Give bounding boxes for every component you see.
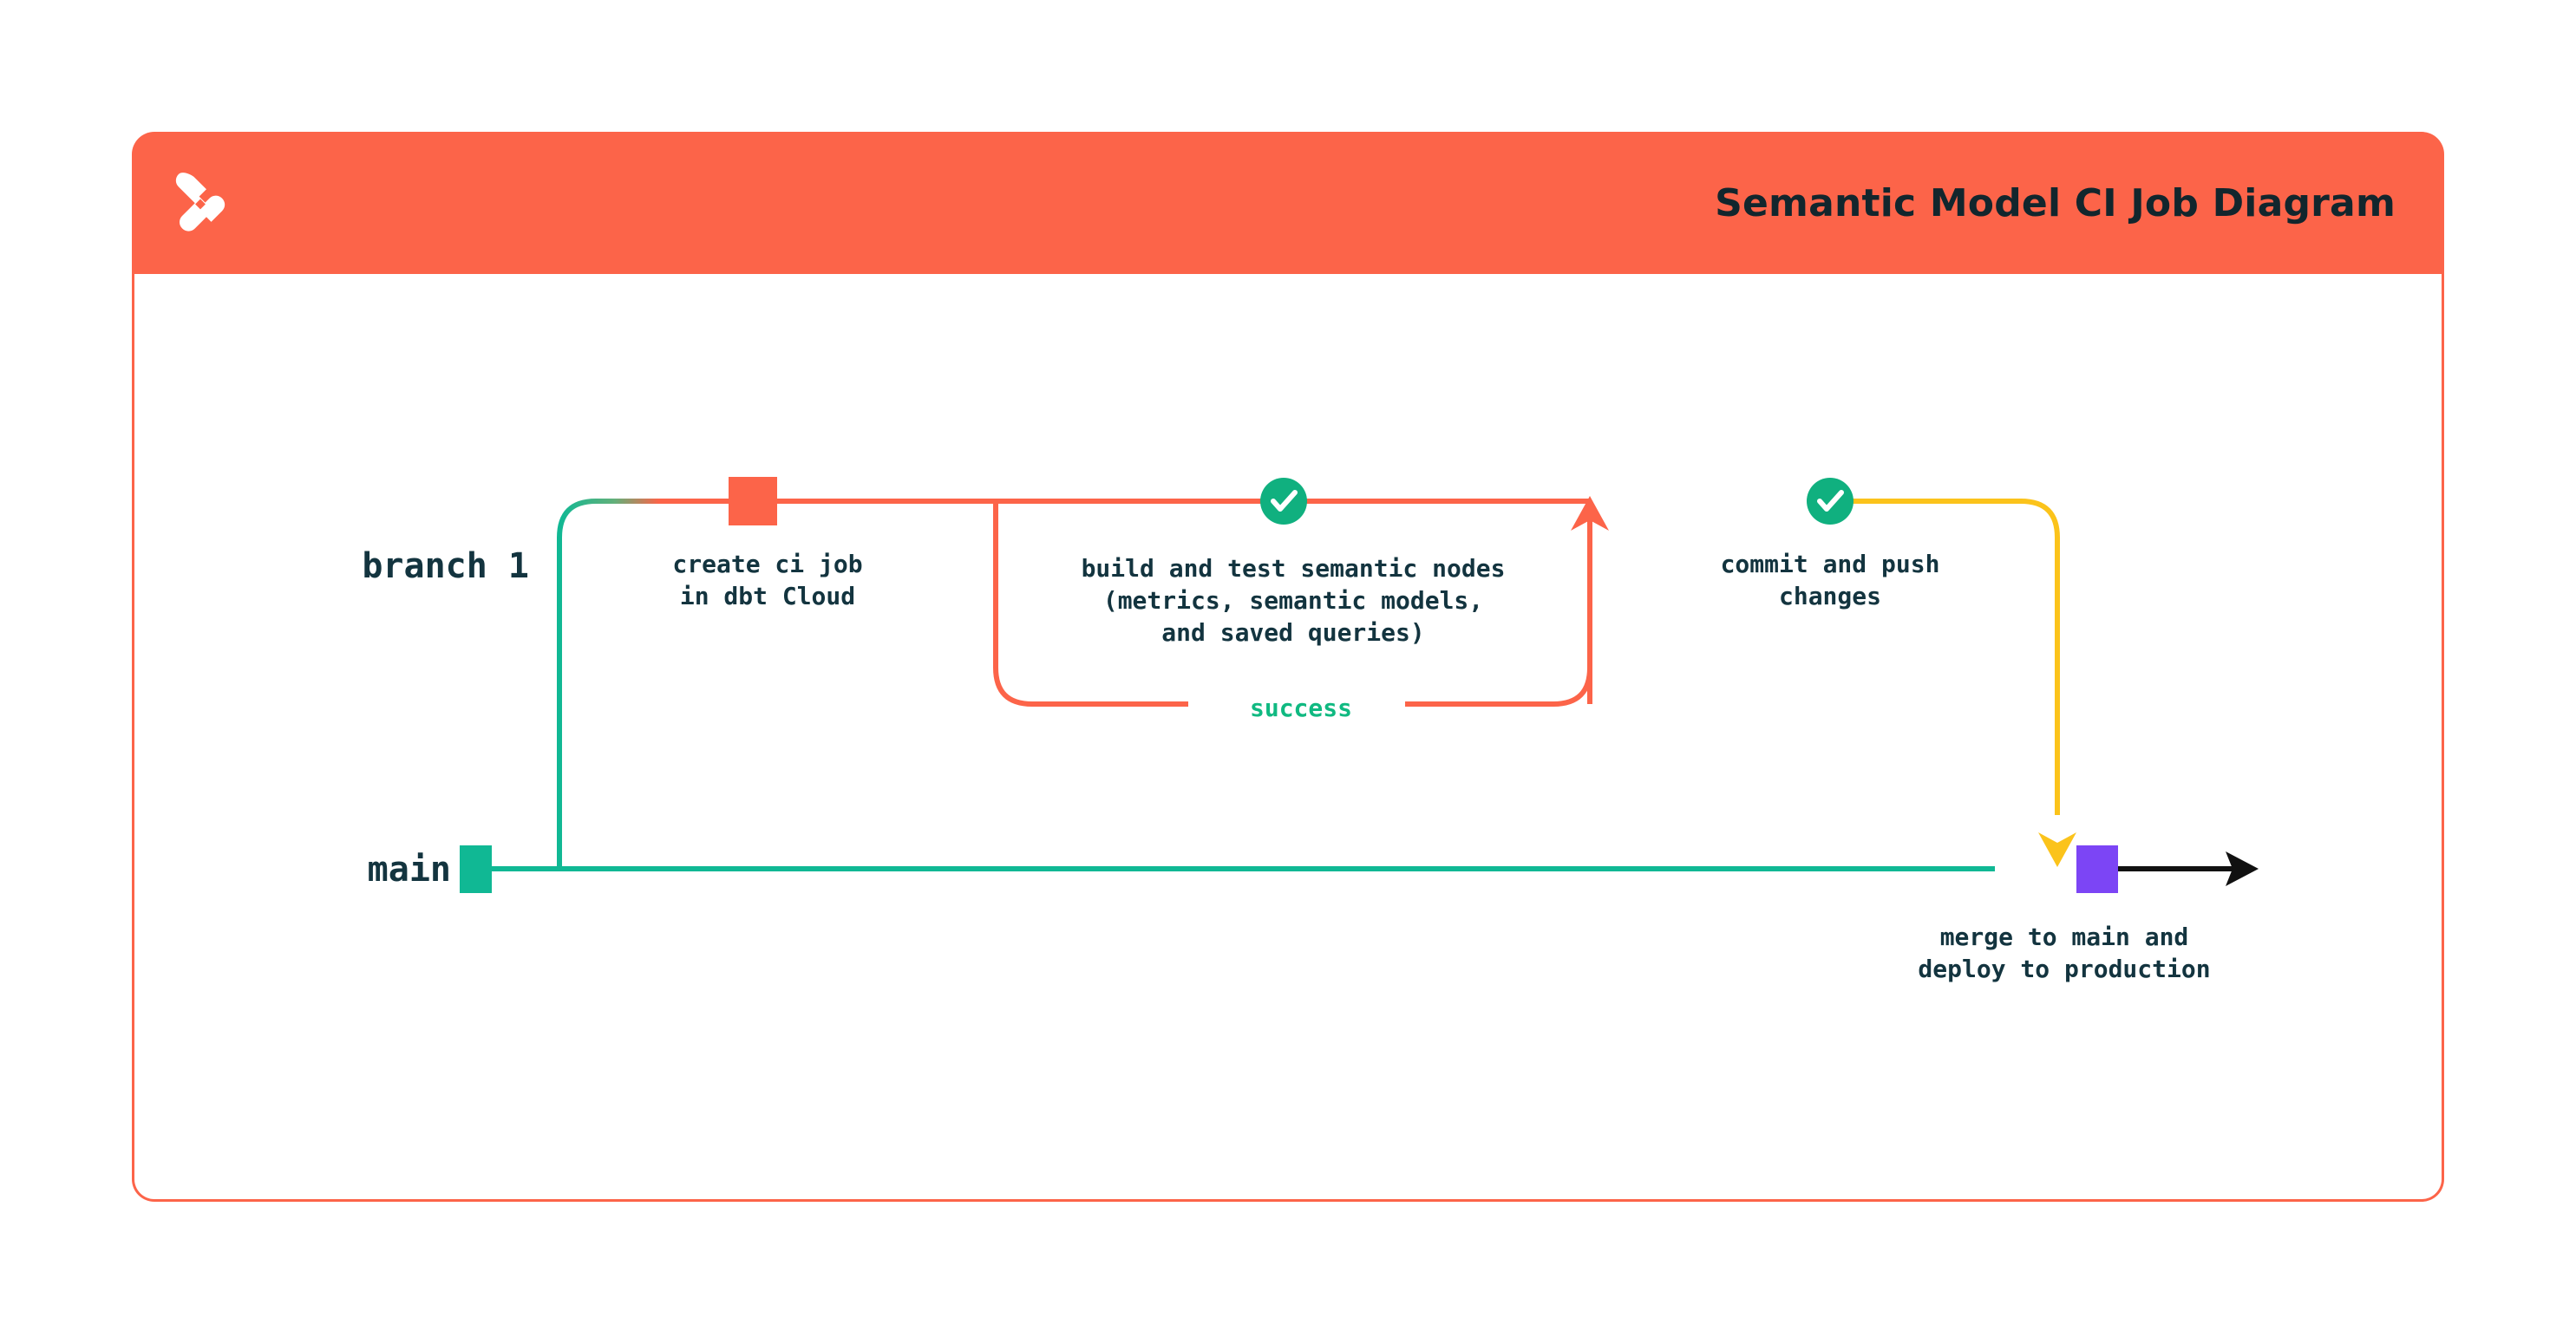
card-body bbox=[132, 274, 2444, 1202]
branch-label-branch-1: branch 1 bbox=[362, 546, 529, 586]
node-label-create-ci-job: create ci job in dbt Cloud bbox=[672, 550, 863, 611]
dbt-x-logo-icon bbox=[168, 171, 232, 235]
node-label-build-and-test: build and test semantic nodes (metrics, … bbox=[1081, 554, 1506, 648]
node-label-merge-to-main: merge to main and deploy to production bbox=[1918, 923, 2211, 984]
card-header: Semantic Model CI Job Diagram bbox=[132, 132, 2444, 274]
diagram-card: Semantic Model CI Job Diagram bbox=[132, 132, 2444, 1202]
page-title: Semantic Model CI Job Diagram bbox=[1715, 180, 2396, 225]
edge-label-success: success bbox=[1197, 694, 1405, 722]
branch-label-main: main bbox=[367, 850, 451, 890]
node-label-commit-and-push: commit and push changes bbox=[1720, 550, 1940, 611]
